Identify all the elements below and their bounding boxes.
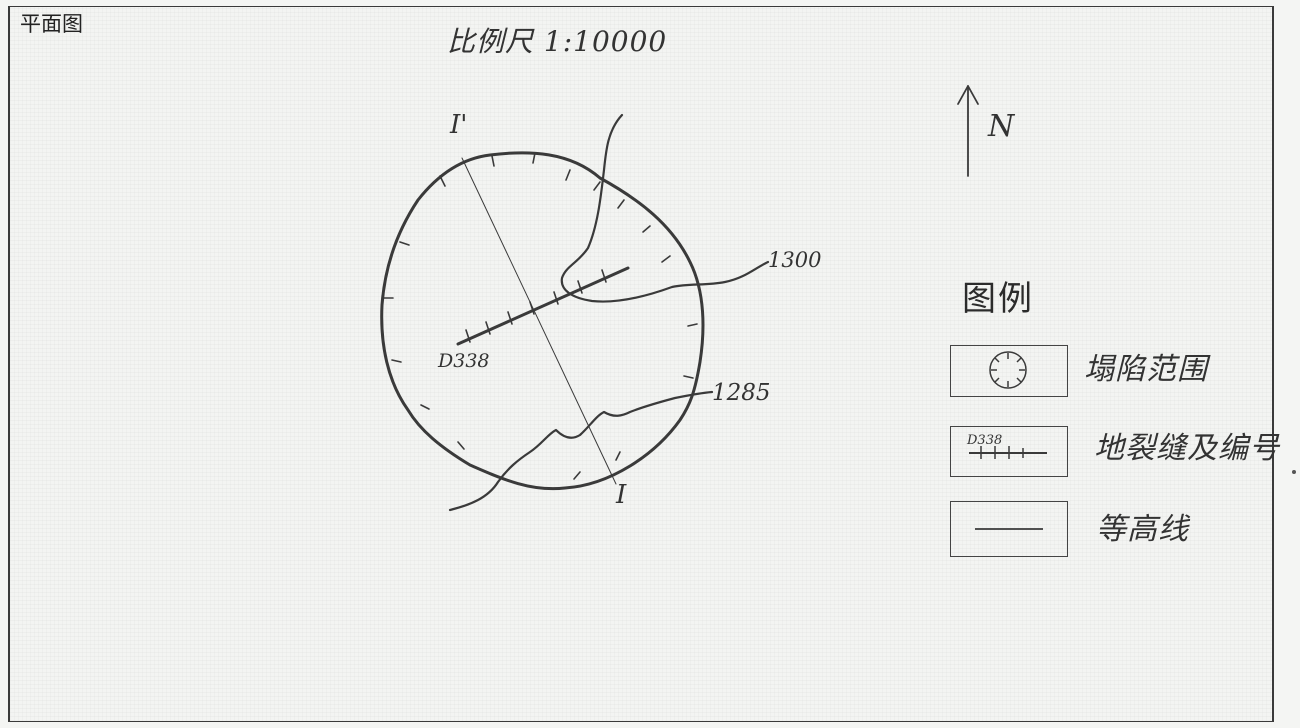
fissure-ticks xyxy=(465,269,607,343)
legend-symbol-collapse xyxy=(950,345,1068,397)
north-label: N xyxy=(988,109,1015,144)
fissure-id-label: D338 xyxy=(438,350,490,372)
contour-1285 xyxy=(448,390,714,512)
legend-fissure-symbol-text: D338 xyxy=(966,433,1002,448)
collapse-boundary xyxy=(380,151,705,491)
scale-label: 比例尺 1:10000 xyxy=(447,25,668,58)
section-end-label: I xyxy=(616,480,627,510)
fissure-line xyxy=(456,266,630,346)
collapse-hachures xyxy=(383,152,698,480)
legend-symbol-fissure: D338 xyxy=(950,426,1068,477)
contour-line-icon xyxy=(975,528,1043,530)
map-frame xyxy=(8,6,1274,722)
north-arrow-icon xyxy=(957,85,979,177)
legend-title: 图例 xyxy=(962,279,1034,319)
section-line xyxy=(461,157,617,485)
contour-label-1285: 1285 xyxy=(712,380,771,406)
legend-label-collapse: 塌陷范围 xyxy=(1084,352,1208,387)
map-title: 平面图 xyxy=(20,12,83,36)
contour-label-1300: 1300 xyxy=(768,248,822,272)
fissure-symbol-icon: D338 xyxy=(966,433,1047,459)
legend-label-fissure: 地裂缝及编号 xyxy=(1094,431,1280,466)
stray-pencil-mark xyxy=(1292,470,1296,474)
section-start-label: I' xyxy=(450,110,468,140)
collapse-circle-icon xyxy=(989,351,1027,389)
legend-label-contour: 等高线 xyxy=(1096,512,1189,547)
legend-symbol-contour xyxy=(950,501,1068,557)
contour-1300 xyxy=(560,113,770,303)
